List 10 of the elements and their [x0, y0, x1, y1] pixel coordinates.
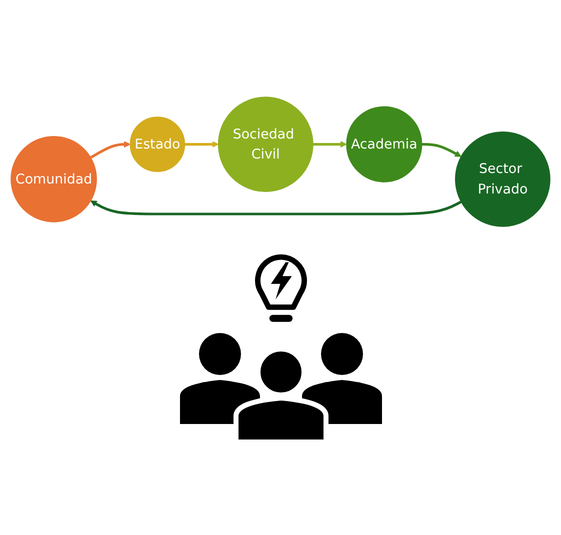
arrow [90, 200, 462, 216]
circle-node: Estado [130, 116, 186, 172]
circle-node: Academia [346, 106, 422, 182]
circle-node: Sociedad Civil [218, 96, 314, 192]
circle-node: Sector Privado [454, 131, 550, 227]
arrow [422, 142, 462, 157]
arrow [90, 140, 130, 158]
circle-node: Comunidad [10, 136, 97, 222]
arrow [184, 140, 219, 148]
arrow [312, 140, 347, 148]
